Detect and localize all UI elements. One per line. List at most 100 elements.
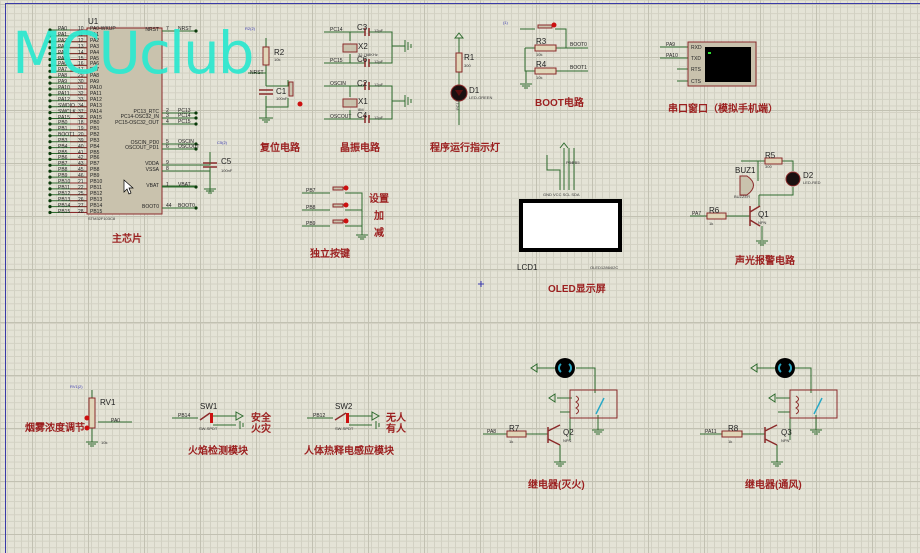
rv1-probe: RV1(2) (70, 384, 83, 389)
label-uart-window: 串口窗口（模拟手机端） (668, 104, 778, 115)
label-run-indicator: 程序运行指示灯 (430, 143, 500, 154)
label-flame-module: 火焰检测模块 (188, 446, 248, 457)
junction-dot (48, 69, 52, 73)
reset-button[interactable] (288, 81, 294, 97)
c5-probe: C5(2) (217, 140, 228, 145)
r8-resistor[interactable] (721, 430, 743, 438)
mcu-pin-net: PC14 (178, 113, 191, 119)
q1-transistor[interactable] (749, 205, 761, 227)
sw2-ref: SW2 (335, 402, 353, 411)
r2-resistor[interactable] (262, 46, 270, 66)
x2-crystal[interactable] (342, 43, 358, 53)
mcu-pin-net: PB14 (58, 202, 71, 209)
ground-icon (554, 429, 604, 467)
junction-dot (48, 169, 52, 173)
r7-resistor[interactable] (506, 430, 527, 438)
relay-1[interactable] (569, 389, 618, 419)
mcu-pin-net: PB5 (58, 149, 68, 156)
relay-2[interactable] (789, 389, 838, 419)
junction-dot (48, 93, 52, 97)
motor-fan-2[interactable] (775, 358, 795, 378)
junction-dot (48, 52, 52, 56)
ground-icon (259, 117, 273, 123)
mcu-pin-num: 45 (78, 167, 84, 174)
c1-capacitor[interactable] (259, 89, 273, 95)
origin-marker-icon (478, 281, 484, 287)
mcu-pin-name: PC15-OSC32_OUT (115, 120, 159, 126)
q2-transistor[interactable] (547, 424, 561, 446)
net-pa10: PA10 (666, 53, 678, 59)
r7-ref: R7 (509, 424, 520, 433)
mcu-pin-num: 26 (78, 196, 84, 203)
mcu-pin-num: 27 (78, 202, 84, 209)
buz1-value: BUZZER (734, 194, 750, 199)
mcu-pin-net: PB15 (58, 208, 71, 215)
mcu-pin-name: OSCIN_PD0 (130, 140, 159, 146)
r4-resistor[interactable] (534, 67, 557, 75)
mcu-pin-net: BOOT0 (178, 203, 195, 209)
pin-txd: TXD (691, 56, 701, 62)
q2-type: NPN (563, 438, 572, 443)
mcu-pin-name: PB6 (90, 155, 100, 162)
r5-resistor[interactable] (764, 157, 783, 165)
oled-display[interactable] (519, 199, 622, 252)
mcu-pin-num: 43 (78, 161, 84, 168)
c1-ref: C1 (276, 87, 287, 96)
d1-value: LED-GREEN (469, 95, 493, 100)
mcu-pin-net: PA2 (58, 37, 68, 44)
mcu-pin-net: PA8 (58, 73, 68, 80)
rv1-potentiometer[interactable] (88, 397, 96, 429)
ground-icon (86, 441, 98, 447)
r3-resistor[interactable] (534, 44, 557, 52)
c4-value: 12pF (374, 115, 384, 120)
mcu-pin-net: PA3 (58, 43, 68, 50)
net-pb14: PB14 (178, 413, 191, 419)
mcu-pin-net: SWDIO (58, 102, 75, 109)
junction-dot (194, 116, 198, 120)
junction-dot (48, 116, 52, 121)
junction-dot (48, 193, 52, 197)
junction-dot (48, 105, 52, 109)
mcu-pin-name: PA14 (90, 108, 102, 115)
net-pc15: PC15 (330, 58, 343, 64)
sw2-switch[interactable] (334, 412, 347, 421)
mcu-pin-name: PB15 (90, 208, 103, 215)
mcu-pin-num: 7 (166, 26, 169, 32)
x1-crystal[interactable] (342, 98, 358, 108)
mcu-pin-num: 12 (78, 37, 84, 44)
r4-ref: R4 (536, 60, 547, 69)
boot-switch[interactable] (537, 24, 553, 29)
ground-icon (404, 40, 412, 107)
mcu-pin-name: PB2 (90, 131, 100, 138)
mcu-pin-num: 22 (78, 184, 84, 191)
net-boot1: BOOT1 (570, 65, 587, 71)
net-pa7: PA7 (692, 211, 702, 217)
mcu-pin-num: 46 (78, 173, 84, 180)
mcu-pin-net: NRST (178, 26, 192, 32)
junction-dot (48, 75, 52, 79)
key-buttons[interactable] (332, 186, 344, 224)
q3-transistor[interactable] (764, 424, 778, 446)
r3-value: 10k (536, 52, 543, 57)
q2-ref: Q2 (563, 428, 574, 437)
pin-vcc: VCC (553, 192, 562, 197)
terminal-screen[interactable] (705, 47, 751, 82)
r1-resistor[interactable] (455, 52, 463, 73)
c6-ref: C6 (357, 55, 368, 64)
d2-led[interactable] (785, 171, 801, 187)
junction-dot (48, 28, 52, 32)
buzzer[interactable] (739, 175, 754, 196)
d2-value: LED-RED (803, 180, 821, 185)
power-icon (453, 32, 465, 39)
mcu-pin-name: VSSA (145, 167, 159, 173)
mcu-pin-net: PA10 (58, 85, 70, 91)
junction-dot (194, 185, 198, 189)
c5-ref: C5 (221, 157, 232, 166)
motor-fan-1[interactable] (555, 358, 575, 378)
r1-ref: R1 (464, 53, 475, 62)
d1-ref: D1 (469, 86, 480, 95)
mcu-pin-net: PC13 (178, 108, 191, 114)
sw1-switch[interactable] (199, 412, 211, 421)
r6-resistor[interactable] (706, 212, 727, 220)
rv1-value: 10k (101, 440, 108, 445)
